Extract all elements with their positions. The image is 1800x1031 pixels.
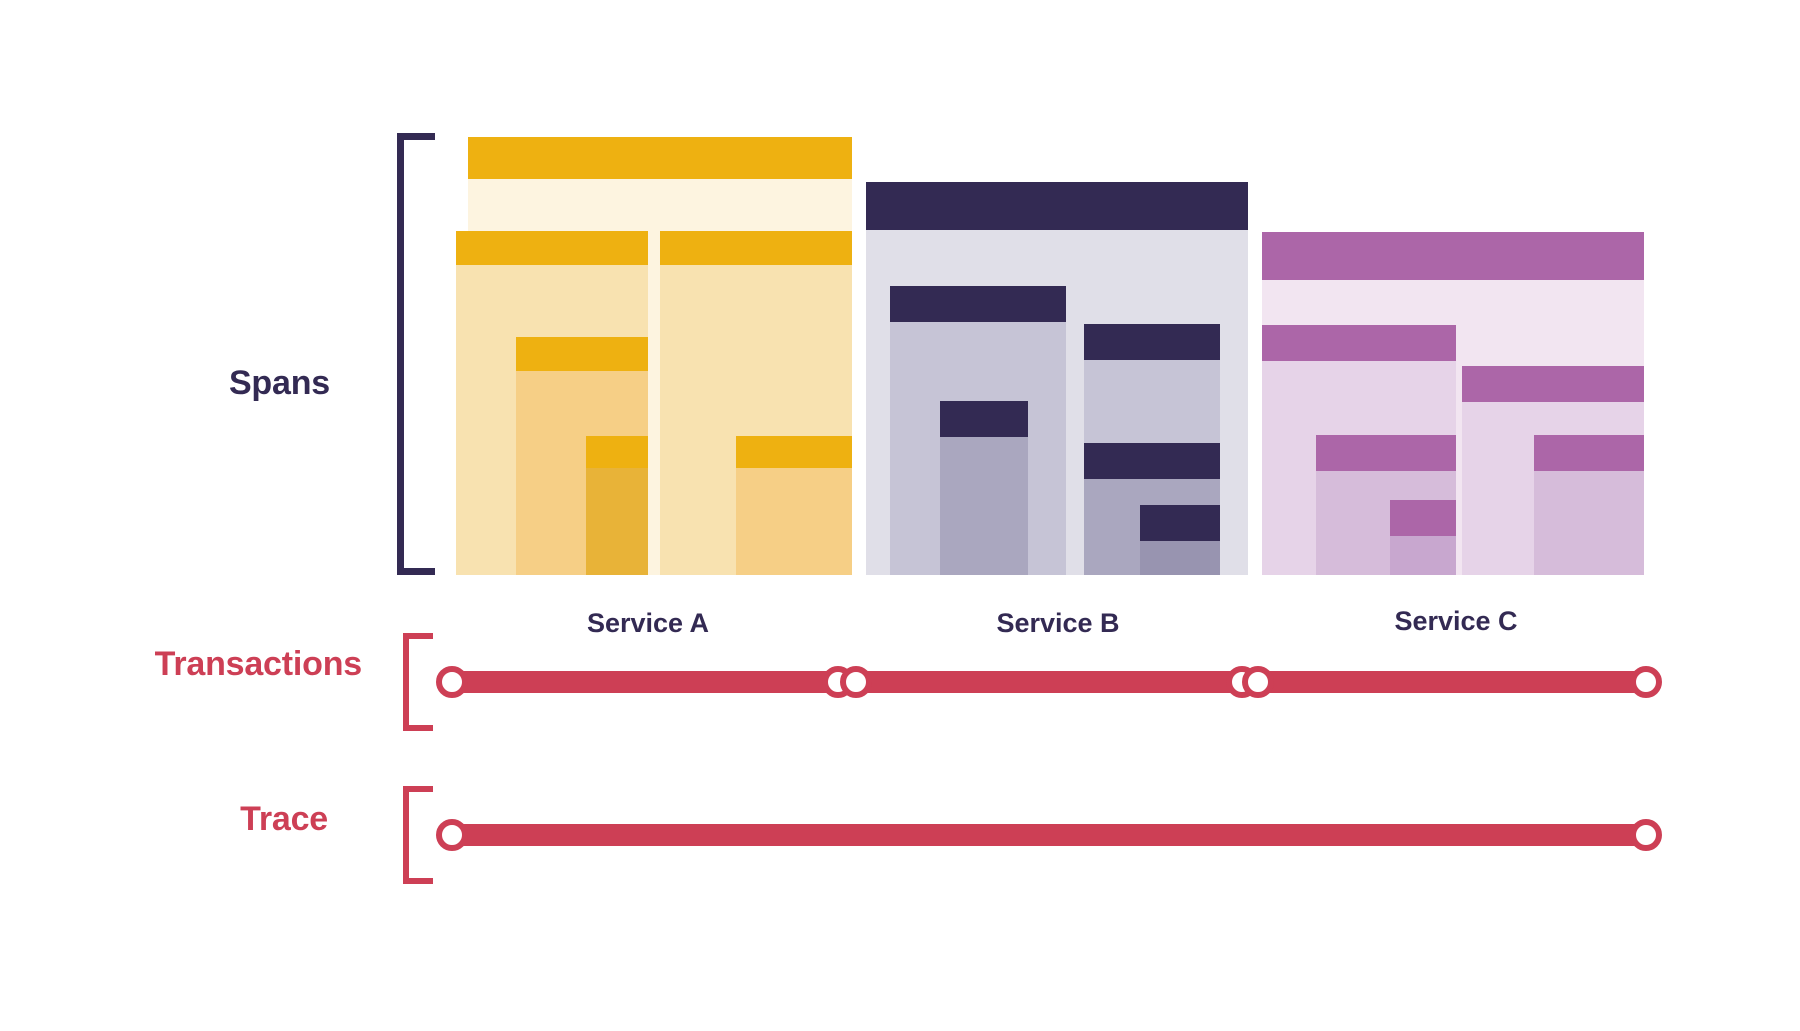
- transaction-b-node-start[interactable]: [840, 666, 872, 698]
- transaction-a-node-start[interactable]: [436, 666, 468, 698]
- span-a-root-header: [468, 137, 852, 179]
- span-c-1-1-header: [1316, 435, 1456, 471]
- span-c-1-1-1-header: [1390, 500, 1456, 536]
- transaction-c-rail[interactable]: [1258, 671, 1646, 693]
- span-b-2-header: [1084, 324, 1220, 360]
- transactions-row-label: Transactions: [154, 645, 363, 683]
- span-a-2-1-header: [736, 436, 852, 468]
- span-b-1-1-header: [940, 401, 1028, 437]
- transactions-bracket: [403, 633, 433, 731]
- spans-bracket: [397, 133, 435, 575]
- service-caption-c: Service C: [1394, 606, 1518, 636]
- transaction-b-rail[interactable]: [856, 671, 1242, 693]
- span-b-root-header: [866, 182, 1248, 230]
- trace-row-label: Trace: [240, 800, 328, 838]
- span-a-1-1-header: [516, 337, 648, 371]
- trace-node-start[interactable]: [436, 819, 468, 851]
- service-caption-a: Service A: [586, 608, 710, 638]
- span-c-2-header: [1462, 366, 1644, 402]
- trace-node-end[interactable]: [1630, 819, 1662, 851]
- span-b-2-1-header: [1084, 443, 1220, 479]
- span-a-1-1-1-header: [586, 436, 648, 468]
- transaction-c-node-start[interactable]: [1242, 666, 1274, 698]
- span-a-2-header: [660, 231, 852, 265]
- span-b-2-1-1-header: [1140, 505, 1220, 541]
- trace-bracket: [403, 786, 433, 884]
- service-caption-b: Service B: [996, 608, 1120, 638]
- span-c-2-1-header: [1534, 435, 1644, 471]
- spans-row-label: Spans: [228, 364, 330, 402]
- trace-rail[interactable]: [452, 824, 1646, 846]
- span-b-1-header: [890, 286, 1066, 322]
- span-c-root-header: [1262, 232, 1644, 280]
- transaction-c-node-end[interactable]: [1630, 666, 1662, 698]
- span-a-1-header: [456, 231, 648, 265]
- transaction-a-rail[interactable]: [452, 671, 838, 693]
- span-c-1-header: [1262, 325, 1456, 361]
